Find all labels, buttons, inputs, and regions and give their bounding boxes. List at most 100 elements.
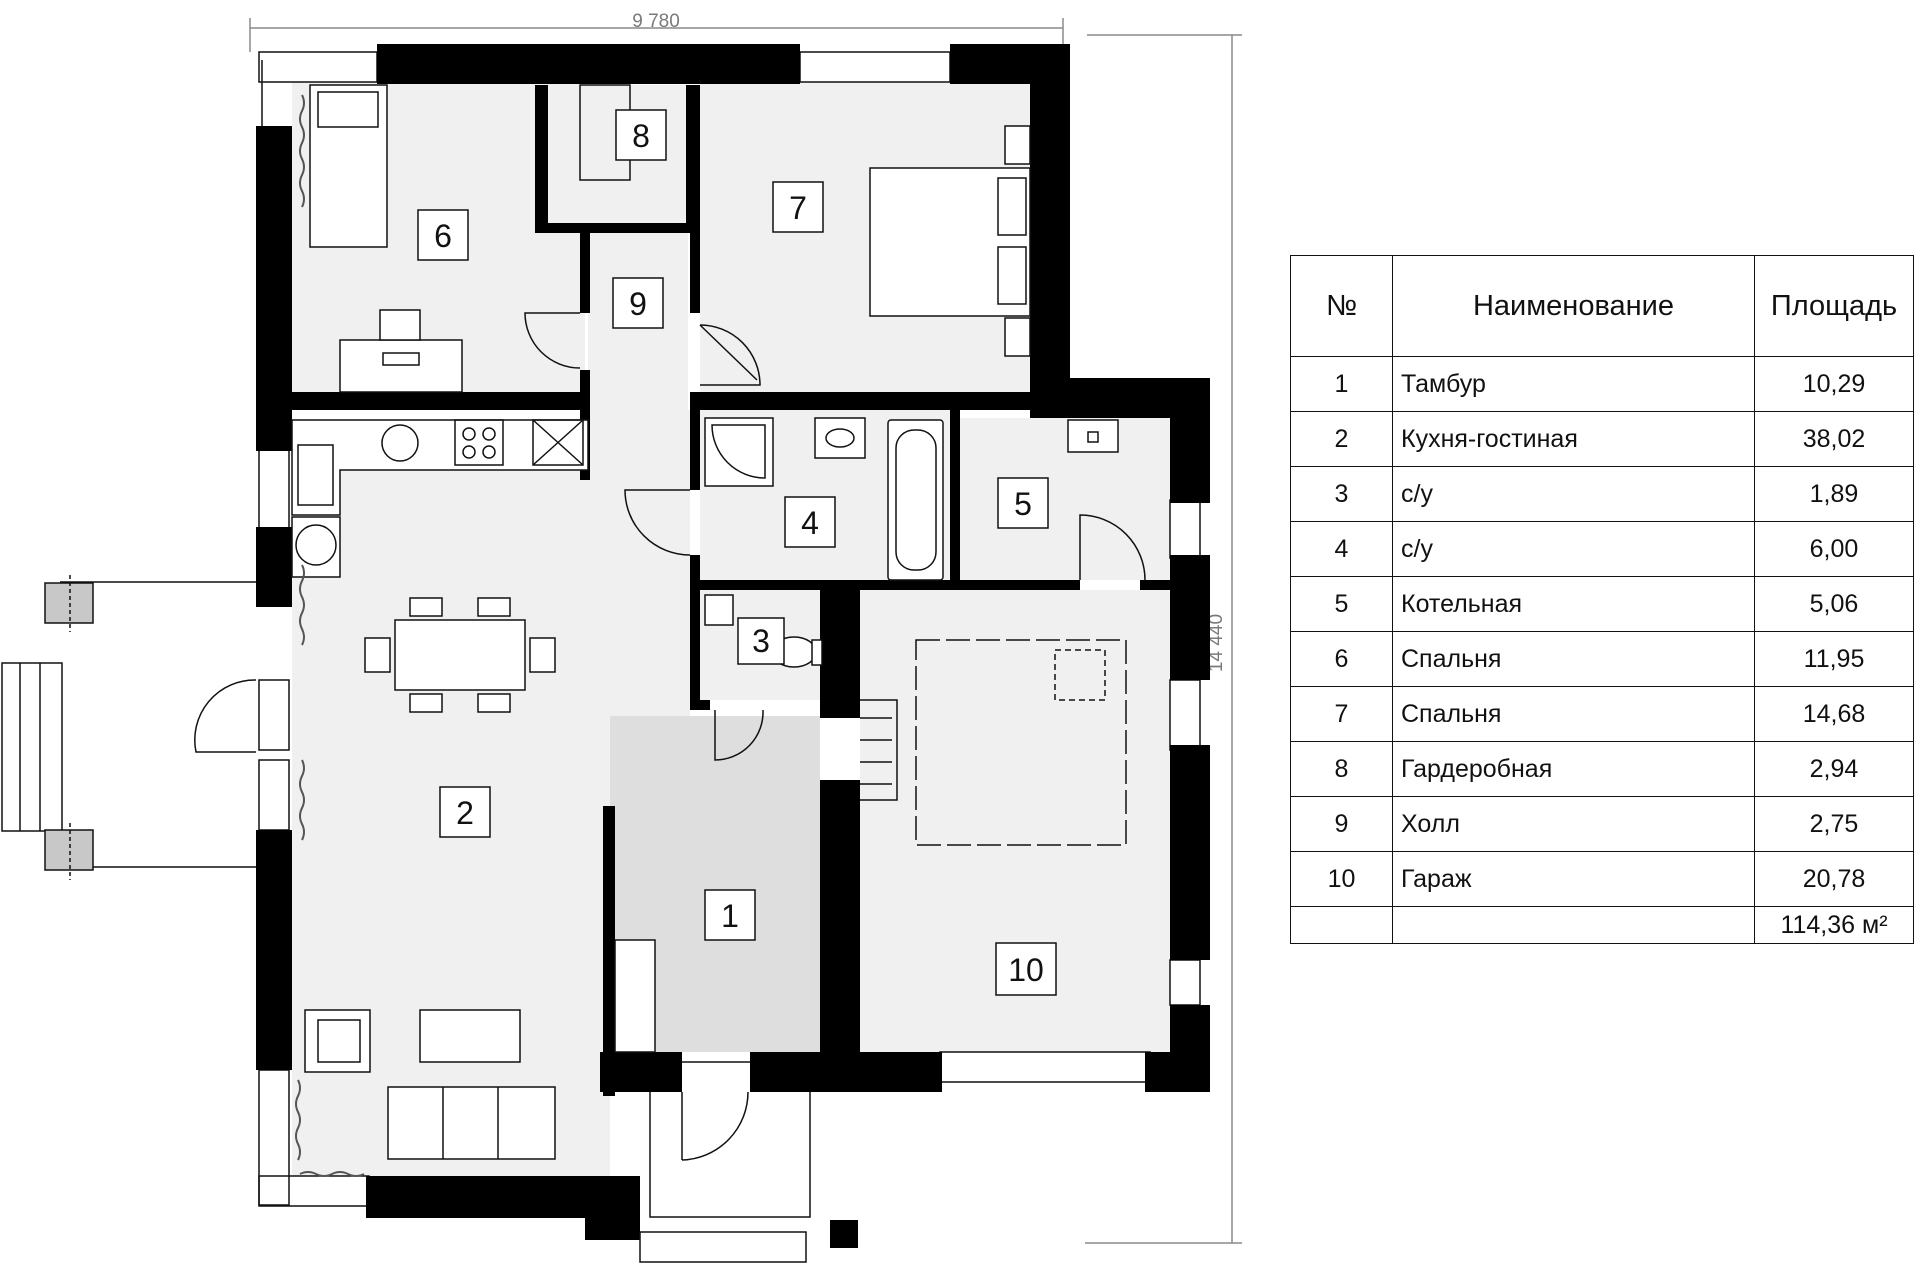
table-row: 3 с/у 1,89 [1290,466,1914,522]
row-area: 14,68 [1754,686,1914,742]
room-label-3: 3 [752,623,770,659]
living-furniture [304,939,656,1160]
sink-boiler [1067,419,1119,453]
row-area: 6,00 [1754,521,1914,577]
doors [194,312,1146,1161]
wall-boiler-top [1030,378,1210,418]
wall-bath4-right [950,410,960,590]
garage-fixtures [860,639,1127,846]
room-label-4: 4 [801,505,819,541]
sink-wc [704,594,734,626]
row-name: Тамбур [1392,356,1755,412]
nightstand-bottom [1004,317,1031,357]
row-area: 20,78 [1754,851,1914,907]
wall-garage-left-upper [820,590,860,718]
wall-bed7-bottom [690,392,1035,410]
row-name: с/у [1392,466,1755,522]
row-number: 2 [1290,411,1393,467]
wall-bath-bottom [690,580,1080,590]
row-name: Кухня-гостиная [1392,411,1755,467]
room-area-table: № Наименование Площадь 1 Тамбур 10,29 2 … [1290,255,1914,944]
shoe-cabinet [614,939,656,1053]
desk [339,339,463,393]
row-number: 1 [1290,356,1393,412]
wall-top-left [377,44,800,84]
table-row: 5 Котельная 5,06 [1290,576,1914,632]
row-area: 10,29 [1754,356,1914,412]
table-row: 10 Гараж 20,78 [1290,851,1914,907]
wall-bath-left [690,392,700,490]
room-label-10: 10 [1008,952,1044,988]
column-top [44,582,94,624]
row-area: 38,02 [1754,411,1914,467]
wall-wardrobe-right [686,85,700,233]
row-number: 9 [1290,796,1393,852]
wall-wardrobe-bottom [535,223,688,233]
wall-corner-bottom-right [1145,1052,1210,1092]
row-number: 3 [1290,466,1393,522]
table-total-row: 114,36 м² [1290,906,1914,944]
floor-living-kitchen [292,410,690,1176]
kitchen-fixtures [291,419,589,578]
bedroom-furniture [309,84,1031,393]
wall-hall-left-a [580,233,590,313]
row-number: 8 [1290,741,1393,797]
bathtub [887,419,944,581]
row-name: Гардеробная [1392,741,1755,797]
wall-vestibule-left [603,806,615,1096]
room-label-9: 9 [629,286,647,322]
column-bottom [44,829,94,871]
row-area: 1,89 [1754,466,1914,522]
dimension-lines [249,18,1242,1244]
row-number: 7 [1290,686,1393,742]
wall-boiler-bottom-right [1140,580,1170,590]
total-number-empty [1290,906,1393,944]
wall-bottom-left [366,1176,610,1218]
floor-boiler-5 [960,418,1170,580]
table-header-row: № Наименование Площадь [1290,255,1914,357]
wall-garage-left-lower [820,780,860,1052]
row-number: 6 [1290,631,1393,687]
table-row: 4 с/у 6,00 [1290,521,1914,577]
curtains [295,94,365,1177]
wall-bed6-bottom [292,392,590,410]
header-number: № [1290,255,1393,357]
wall-hall-right-a [690,233,700,313]
width-dimension-label: 9 780 [632,11,680,32]
walls [256,44,1210,1248]
total-name-empty [1392,906,1755,944]
wall-right-lower-c [1170,745,1210,960]
row-name: Гараж [1392,851,1755,907]
height-dimension-label: 14 440 [1206,614,1227,672]
row-number: 5 [1290,576,1393,632]
table-row: 1 Тамбур 10,29 [1290,356,1914,412]
kitchen-counter [291,419,589,516]
row-area: 2,75 [1754,796,1914,852]
row-area: 2,94 [1754,741,1914,797]
wall-wc-bottom [690,700,710,710]
wall-wardrobe-left [535,85,548,230]
room-label-6: 6 [434,218,452,254]
wall-vestibule-bottom-b [750,1052,942,1092]
wall-right-lower-b [1170,555,1210,680]
wall-right-upper [1030,44,1070,414]
sofa [387,1086,556,1160]
wall-bath-left-lower [690,555,700,707]
row-number: 4 [1290,521,1393,577]
bath-fixtures [704,417,1119,668]
tv-unit [419,1009,521,1063]
room-label-5: 5 [1014,486,1032,522]
table-row: 7 Спальня 14,68 [1290,686,1914,742]
wall-left-b [256,527,292,607]
room-label-1: 1 [721,898,739,934]
sink-bath4 [814,417,866,459]
header-area: Площадь [1754,255,1914,357]
row-name: Холл [1392,796,1755,852]
room-label-2: 2 [456,795,474,831]
row-name: Спальня [1392,631,1755,687]
row-area: 11,95 [1754,631,1914,687]
table-row: 9 Холл 2,75 [1290,796,1914,852]
row-number: 10 [1290,851,1393,907]
shower-cabin [704,417,774,487]
